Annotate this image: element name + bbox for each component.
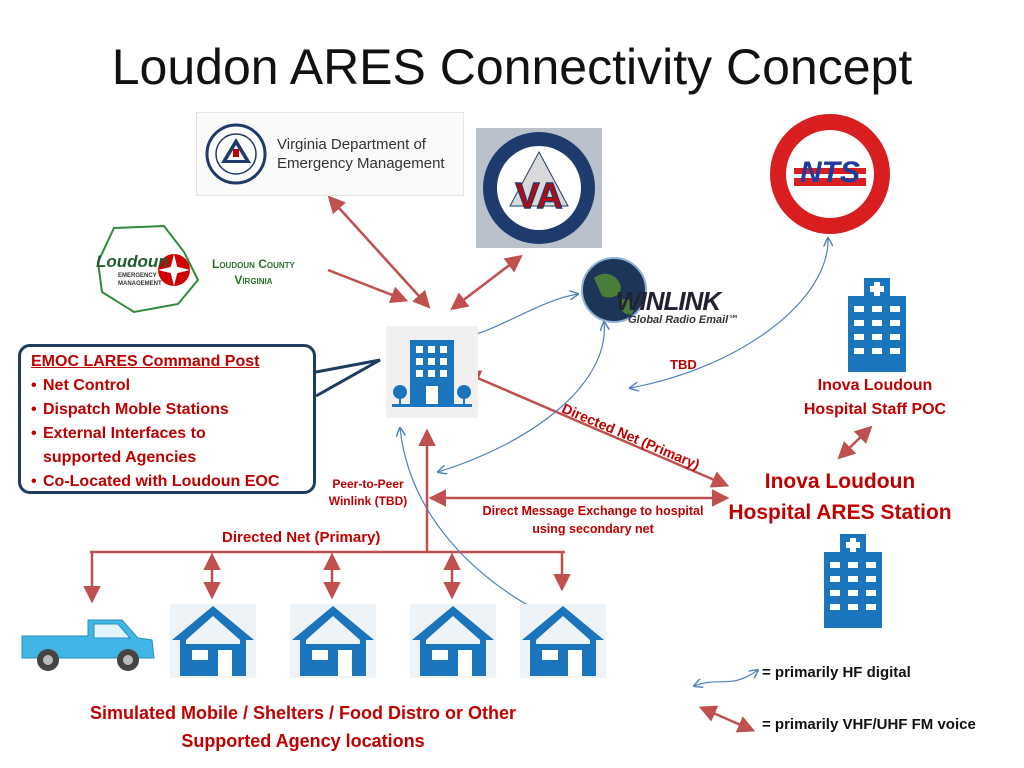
shelter-house-3 <box>410 604 496 678</box>
nts-letters: NTS <box>800 156 860 189</box>
hf-winlink-nts <box>630 238 828 388</box>
callout-pointer <box>315 358 381 398</box>
link-inova-staff-station <box>837 425 873 460</box>
vdem-line1: Virginia Department of <box>277 136 426 153</box>
loudoun-emergency-logo: Loudoun EMERGENCY MANAGEMENT <box>94 222 206 316</box>
hf-eoc-winlink <box>462 294 578 338</box>
winlink-sub: Global Radio Email℠ <box>628 314 740 326</box>
house-icon <box>292 606 374 676</box>
link-vdem-eoc <box>327 195 431 309</box>
shelter-house-2 <box>290 604 376 678</box>
loudoun-word: Loudoun <box>96 252 169 271</box>
legend-vhf-label: = primarily VHF/UHF FM voice <box>762 716 976 733</box>
ares-va-logo: VA <box>476 128 602 248</box>
inova-station-building <box>820 530 886 628</box>
command-post-item: •Dispatch Moble Stations <box>31 401 229 418</box>
loudoun-sub1: EMERGENCY <box>118 273 157 279</box>
house-icon <box>522 606 604 676</box>
command-post-box: EMOC LARES Command Post •Net Control •Di… <box>18 344 316 494</box>
pickup-truck <box>18 612 158 674</box>
globe-icon <box>581 257 647 323</box>
hospital-icon <box>824 534 882 628</box>
hospital-icon <box>848 278 906 372</box>
shelter-house-4 <box>520 604 606 678</box>
loudoun-county-map-icon <box>96 224 200 314</box>
nts-seal-icon: NTS <box>770 114 890 234</box>
bottom-caption-line2: Supported Agency locations <box>181 731 425 751</box>
loudoun-county-line1: Loudoun County <box>212 257 295 271</box>
winlink-word: WINLINK <box>616 286 721 316</box>
command-post-item: •Co-Located with Loudoun EOC <box>31 473 280 490</box>
vdem-logo: Virginia Department of Emergency Managem… <box>196 112 464 196</box>
vdem-line2: Emergency Management <box>277 155 445 172</box>
eoc-building <box>386 326 478 418</box>
command-post-item: •Net Control <box>31 377 131 394</box>
loudoun-county-line2: Virginia <box>234 273 273 287</box>
command-post-heading: EMOC LARES Command Post <box>31 353 260 370</box>
inova-staff-building <box>844 274 910 372</box>
link-county-eoc <box>327 268 409 304</box>
truck-icon <box>21 619 155 671</box>
command-post-item: supported Agencies <box>43 449 197 466</box>
inova-staff-line2: Hospital Staff POC <box>803 401 947 418</box>
direct-msg-line1: Direct Message Exchange to hospital <box>482 504 704 518</box>
nts-logo: NTS <box>768 112 892 236</box>
page-title: Loudon ARES Connectivity Concept <box>111 39 913 95</box>
inova-staff-line1: Inova Loudoun <box>817 377 933 394</box>
office-building-icon <box>392 340 472 407</box>
legend-hf-arrow <box>694 670 758 686</box>
legend-vhf-arrow <box>698 705 756 733</box>
ares-va-seal-icon: VA <box>483 132 595 244</box>
inova-station-line2: Hospital ARES Station <box>728 501 952 524</box>
tbd-label: TBD <box>670 357 697 372</box>
direct-msg-line2: using secondary net <box>532 522 654 536</box>
legend-hf-label: = primarily HF digital <box>762 664 911 681</box>
house-icon <box>412 606 494 676</box>
ares-va-letters: VA <box>515 175 562 216</box>
vdem-seal-icon <box>205 123 267 185</box>
inova-station-line1: Inova Loudoun <box>764 470 916 493</box>
peer-line1: Peer-to-Peer <box>332 477 404 491</box>
command-post-item: •External Interfaces to <box>31 425 206 442</box>
directed-net-horizontal-label: Directed Net (Primary) <box>222 529 381 546</box>
hf-eoc-house4 <box>400 428 540 612</box>
shelter-house-1 <box>170 604 256 678</box>
winlink-logo: WINLINK Global Radio Email℠ <box>580 256 760 336</box>
bottom-caption-line1: Simulated Mobile / Shelters / Food Distr… <box>89 703 517 723</box>
house-icon <box>172 606 254 676</box>
link-ares-eoc <box>450 254 523 311</box>
peer-line2: Winlink (TBD) <box>328 494 408 508</box>
loudoun-sub2: MANAGEMENT <box>118 281 162 287</box>
